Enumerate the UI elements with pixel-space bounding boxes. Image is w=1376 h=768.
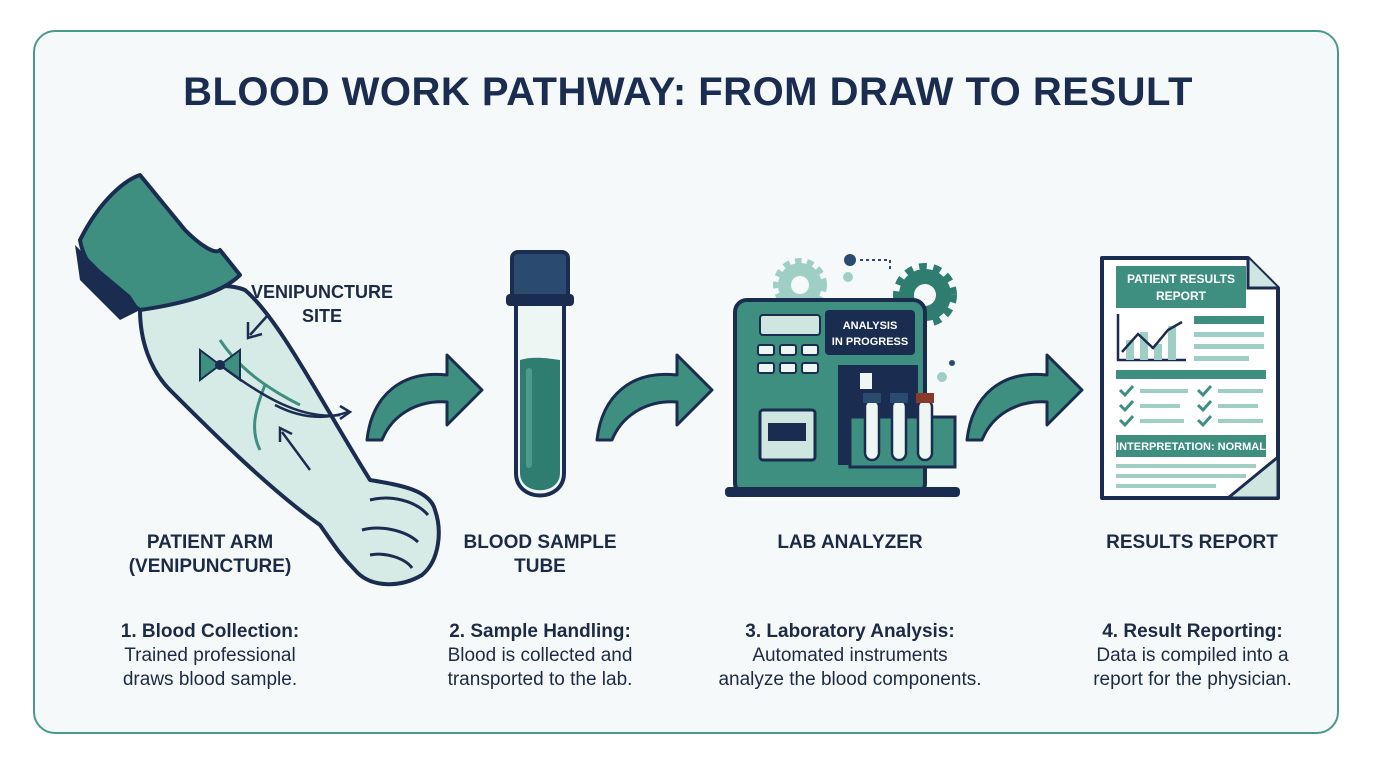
flow-arrow-2 bbox=[595, 353, 714, 442]
step-4-label-line1: RESULTS REPORT bbox=[1106, 532, 1278, 553]
analyzer-screen-line1: ANALYSIS bbox=[843, 320, 898, 332]
step-2-description: 2. Sample Handling: Blood is collected a… bbox=[405, 620, 675, 692]
report-header-line1: PATIENT RESULTS bbox=[1127, 272, 1235, 286]
venipuncture-callout-line2: SITE bbox=[302, 306, 342, 326]
arm-icon: VENIPUNCTURE SITE bbox=[75, 173, 441, 587]
step-1-label-line2: (VENIPUNCTURE) bbox=[128, 556, 292, 577]
flow-arrow-1 bbox=[365, 353, 484, 442]
report-interpretation: INTERPRETATION: NORMAL bbox=[1116, 441, 1266, 453]
step-1-label: PATIENT ARM (VENIPUNCTURE) bbox=[95, 531, 325, 579]
step-1-body: Trained professional draws blood sample. bbox=[122, 645, 298, 690]
report-icon: PATIENT RESULTS REPORT INTERPRETATION: N… bbox=[1100, 256, 1280, 500]
flow-arrow-3 bbox=[965, 353, 1084, 442]
step-2-body: Blood is collected and transported to th… bbox=[447, 645, 633, 690]
step-1-label-line1: PATIENT ARM bbox=[146, 532, 274, 553]
step-3-label: LAB ANALYZER bbox=[735, 531, 965, 555]
step-3-label-line1: LAB ANALYZER bbox=[777, 532, 923, 553]
report-header-line2: REPORT bbox=[1156, 289, 1207, 303]
page-title: BLOOD WORK PATHWAY: FROM DRAW TO RESULT bbox=[183, 70, 1193, 114]
step-2-title: 2. Sample Handling: bbox=[449, 621, 631, 642]
step-3-description: 3. Laboratory Analysis: Automated instru… bbox=[695, 620, 1005, 692]
step-4-label: RESULTS REPORT bbox=[1077, 531, 1307, 555]
step-3-body: Automated instruments analyze the blood … bbox=[718, 645, 982, 690]
step-2-label: BLOOD SAMPLE TUBE bbox=[425, 531, 655, 579]
step-4-body: Data is compiled into a report for the p… bbox=[1093, 645, 1292, 690]
analyzer-icon: ANALYSIS IN PROGRESS bbox=[725, 254, 960, 497]
step-1-description: 1. Blood Collection: Trained professiona… bbox=[80, 620, 340, 692]
step-4-description: 4. Result Reporting: Data is compiled in… bbox=[1055, 620, 1330, 692]
venipuncture-callout-line1: VENIPUNCTURE bbox=[251, 282, 393, 302]
step-1-title: 1. Blood Collection: bbox=[120, 621, 300, 642]
step-3-title: 3. Laboratory Analysis: bbox=[745, 621, 955, 642]
step-4-title: 4. Result Reporting: bbox=[1102, 621, 1283, 642]
step-2-label-line2: TUBE bbox=[514, 556, 566, 577]
step-2-label-line1: BLOOD SAMPLE bbox=[463, 532, 617, 553]
analyzer-screen-line2: IN PROGRESS bbox=[832, 336, 908, 348]
test-tube-icon bbox=[506, 250, 574, 498]
